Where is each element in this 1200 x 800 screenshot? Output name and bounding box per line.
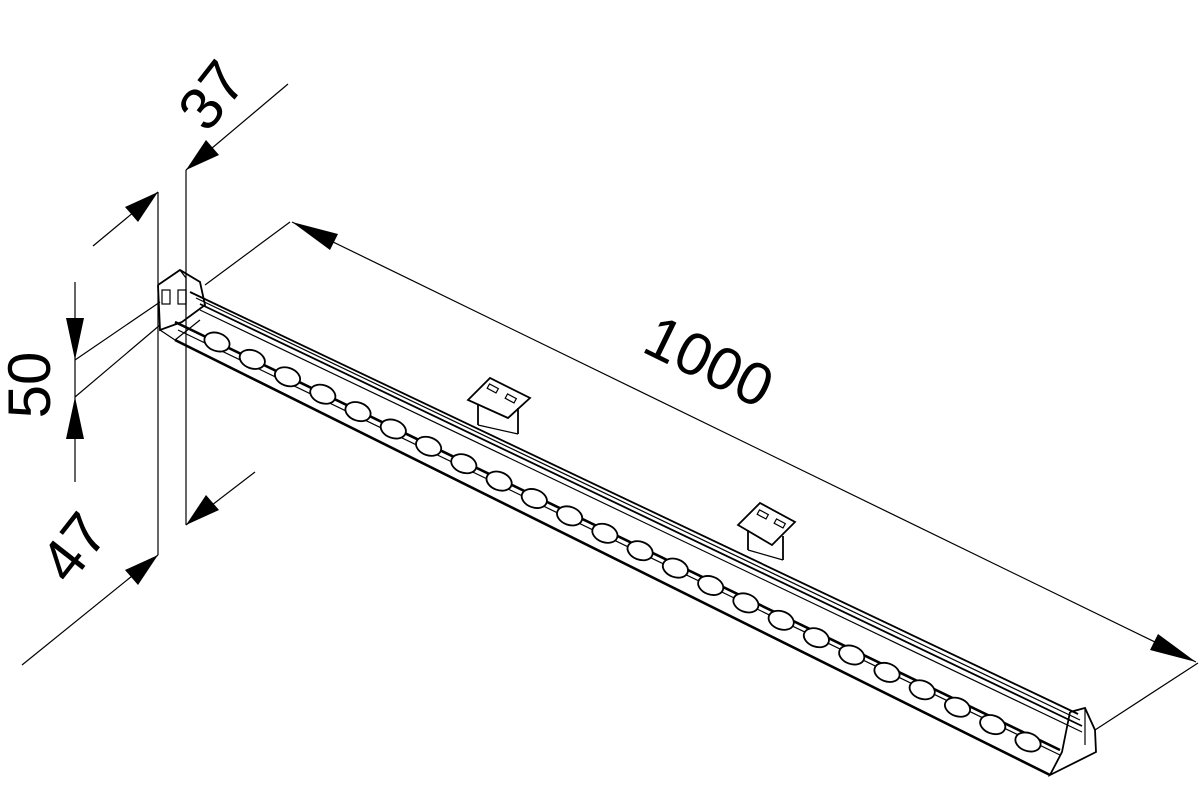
length-dimension-line <box>291 221 1197 663</box>
led-lens <box>944 696 971 718</box>
bracket-1-slot-a <box>486 383 500 394</box>
width-dimension: 47 <box>21 471 256 666</box>
led-lens <box>415 435 443 457</box>
bracket-2-plate <box>736 501 797 547</box>
left-cap-notch <box>161 289 171 305</box>
left-cap-bottom <box>159 319 201 341</box>
length-extension-left <box>204 221 291 286</box>
left-cap-notch-2 <box>177 289 187 305</box>
length-extension-right <box>1094 662 1199 731</box>
bracket-2-base <box>747 549 784 561</box>
led-lens <box>626 540 654 562</box>
mounting-bracket-2 <box>736 501 797 561</box>
depth-arrow-right <box>186 140 219 170</box>
depth-dimension: 37 <box>92 48 289 555</box>
top-rail-back <box>189 291 1079 715</box>
width-arrow-left <box>125 555 158 585</box>
length-label: 1000 <box>634 302 783 421</box>
led-lens <box>450 453 478 475</box>
depth-arrow-left <box>125 192 158 222</box>
led-lens <box>344 401 372 423</box>
bracket-1-base <box>477 424 519 435</box>
led-array <box>203 331 1042 753</box>
luminaire-body <box>157 268 1097 778</box>
led-lens <box>802 627 830 649</box>
bracket-2-slot-a <box>756 509 770 520</box>
length-arrow-right <box>1150 634 1196 662</box>
width-arrow-right <box>186 495 219 525</box>
led-lens <box>238 348 266 370</box>
front-face-bottom <box>174 338 1051 777</box>
led-lens <box>203 331 231 353</box>
led-lens <box>379 418 407 440</box>
top-rail-inner-1 <box>195 297 1081 721</box>
led-lens <box>873 661 901 683</box>
left-end-cap <box>157 268 207 341</box>
width-label: 47 <box>27 500 121 594</box>
led-lens <box>556 505 584 527</box>
led-lens <box>309 383 337 405</box>
led-lens <box>979 714 1007 736</box>
length-dimension: 1000 <box>204 221 1199 731</box>
led-lens <box>908 679 936 701</box>
led-lens <box>697 575 725 596</box>
height-extension-bottom <box>74 324 161 398</box>
led-lens <box>767 609 795 631</box>
right-cap-outline <box>1047 706 1097 778</box>
bracket-1-plate <box>466 376 532 420</box>
led-lens <box>732 592 760 614</box>
depth-label: 37 <box>165 48 259 142</box>
height-dimension: 50 <box>0 282 161 482</box>
height-arrow-bottom <box>66 397 84 439</box>
led-lens <box>661 557 689 579</box>
led-lens <box>591 522 619 544</box>
height-arrow-top <box>66 318 84 360</box>
top-rail-inner-3 <box>199 309 1083 733</box>
led-lens <box>274 366 301 388</box>
length-arrow-left <box>292 222 338 250</box>
height-extension-top <box>74 301 161 361</box>
bracket-2-slot-b <box>773 518 787 529</box>
bracket-1-slot-b <box>504 393 518 404</box>
right-end-cap <box>1047 706 1097 778</box>
mounting-bracket-1 <box>466 376 532 435</box>
led-lens <box>485 470 513 492</box>
led-lens <box>1014 731 1042 753</box>
height-label: 50 <box>0 352 63 419</box>
led-lens <box>520 488 548 509</box>
led-lens <box>838 644 866 666</box>
top-rail-inner-2 <box>199 303 1083 727</box>
